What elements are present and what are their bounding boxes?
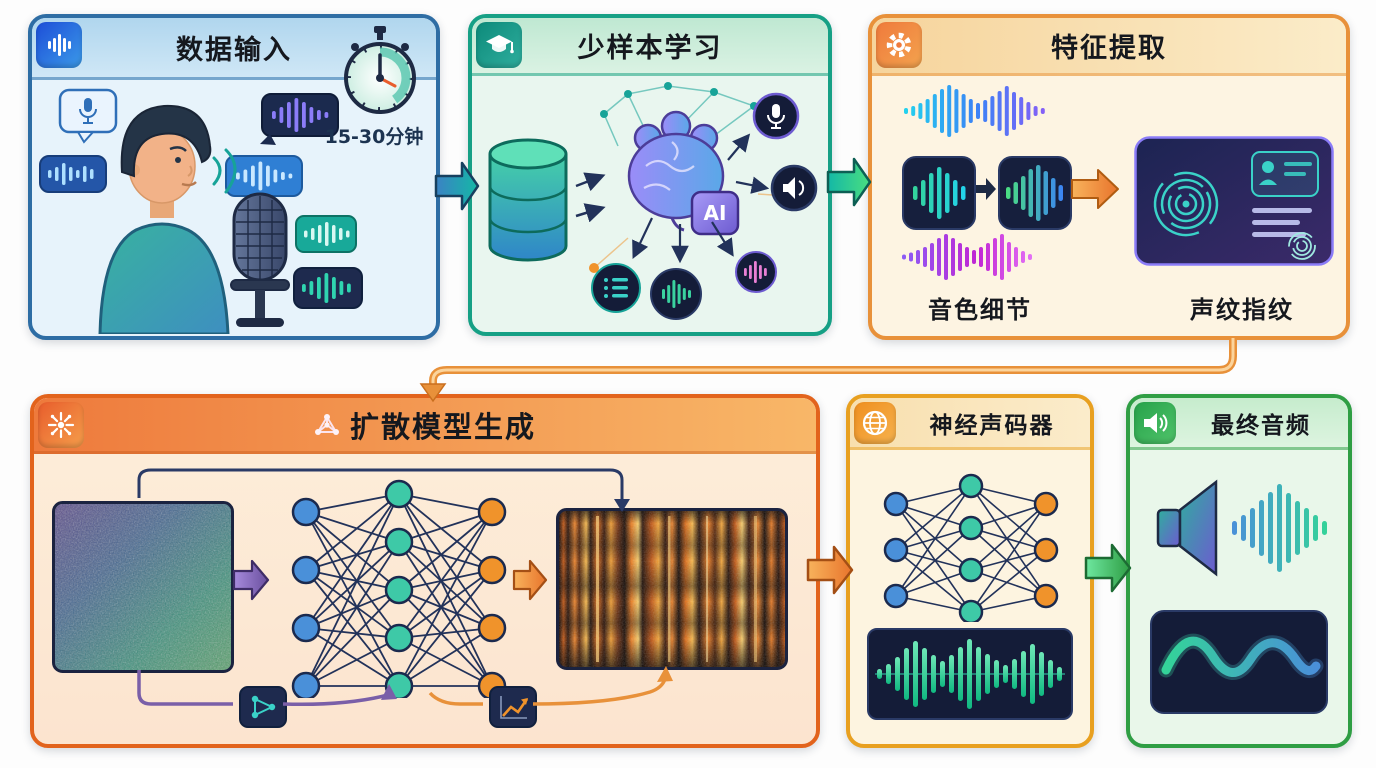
duration-label: 15-30分钟 (324, 126, 424, 148)
panel-few-shot-learning-header: 少样本学习 (472, 18, 828, 76)
gear-icon (876, 22, 922, 68)
diffusion-scatter-icon (38, 402, 84, 448)
waveform-blue-purple (904, 85, 1045, 137)
timbre-tile-1 (902, 156, 976, 230)
panel-few-shot-learning: 少样本学习 (468, 14, 832, 336)
network-glyph-icon (314, 413, 339, 435)
speech-waves-icon (212, 148, 237, 194)
speech-bubble-wave-5 (293, 267, 363, 309)
speaker-with-waveform (1156, 479, 1327, 577)
vocoder-neural-network (883, 473, 1059, 622)
speech-bubble-wave-2 (260, 93, 339, 145)
card-text-lines (1252, 208, 1312, 237)
noise-image (52, 501, 234, 673)
panel-diffusion-generation-title: 扩散模型生成 (349, 409, 536, 444)
panel-feature-extraction: 特征提取 (868, 14, 1350, 340)
panel-final-audio-header: 最终音频 (1130, 398, 1348, 450)
panel-final-audio-title: 最终音频 (1211, 412, 1311, 439)
panel-feature-extraction-header: 特征提取 (872, 18, 1346, 76)
sound-wave-icon (36, 22, 82, 68)
mel-spectrogram (556, 508, 788, 670)
globe-icon (854, 402, 896, 444)
speech-bubble-wave-4 (295, 215, 357, 253)
ai-chip: AI (690, 190, 740, 236)
speech-bubble-wave-3 (225, 155, 303, 197)
person-speaking (98, 104, 230, 334)
flow-network-icon-tile (239, 686, 287, 728)
speech-bubble-wave-1 (39, 155, 107, 193)
fingerprint-icon (1153, 171, 1219, 237)
final-audio-waveform-box (1150, 610, 1328, 714)
loudspeaker-icon (1156, 479, 1218, 577)
panel-diffusion-generation-header: 扩散模型生成 (34, 398, 816, 454)
id-badge-icon (1251, 151, 1319, 197)
diffusion-neural-network (291, 479, 507, 698)
timbre-label: 音色细节 (928, 296, 1032, 324)
vocoder-waveform-box (867, 628, 1073, 720)
timbre-tile-2 (998, 156, 1072, 230)
small-fingerprint-icon (1288, 232, 1316, 260)
panel-neural-vocoder-title: 神经声码器 (929, 412, 1055, 439)
db-to-brain-arrows (575, 172, 606, 223)
studio-microphone (230, 192, 290, 327)
connector-feature-to-diffusion (419, 338, 1237, 403)
few-shot-learning-scene: AI (488, 82, 818, 320)
speaker-scene (39, 88, 363, 334)
graduation-cap-icon (476, 22, 522, 68)
panel-neural-vocoder: 神经声码器 (846, 394, 1094, 748)
chart-up-icon-tile (489, 686, 537, 728)
speaker-icon (1134, 402, 1176, 444)
panel-few-shot-learning-title: 少样本学习 (577, 33, 723, 64)
waveform-node-icon (650, 268, 702, 320)
list-node-icon (591, 263, 641, 313)
speaker-node-icon (770, 164, 818, 212)
arrow-learning-to-feature (826, 157, 872, 207)
ai-chip-label: AI (704, 201, 727, 225)
database (488, 138, 568, 262)
waveform-purple (902, 234, 1032, 280)
microphone-node-icon (752, 92, 800, 140)
panel-data-input: 数据输入 (28, 14, 440, 340)
voiceprint-label: 声纹指纹 (1190, 296, 1294, 324)
panel-feature-extraction-title: 特征提取 (1051, 33, 1167, 64)
panel-diffusion-generation: 扩散模型生成 (30, 394, 820, 748)
stopwatch-icon (344, 26, 416, 114)
pitch-node-icon (735, 251, 777, 293)
speech-bubble-mic (58, 88, 118, 144)
voiceprint-id-card (1134, 136, 1334, 266)
panel-neural-vocoder-header: 神经声码器 (850, 398, 1090, 450)
brain-output-arrows (632, 133, 770, 264)
panel-data-input-title: 数据输入 (176, 35, 292, 66)
panel-final-audio: 最终音频 (1126, 394, 1352, 748)
